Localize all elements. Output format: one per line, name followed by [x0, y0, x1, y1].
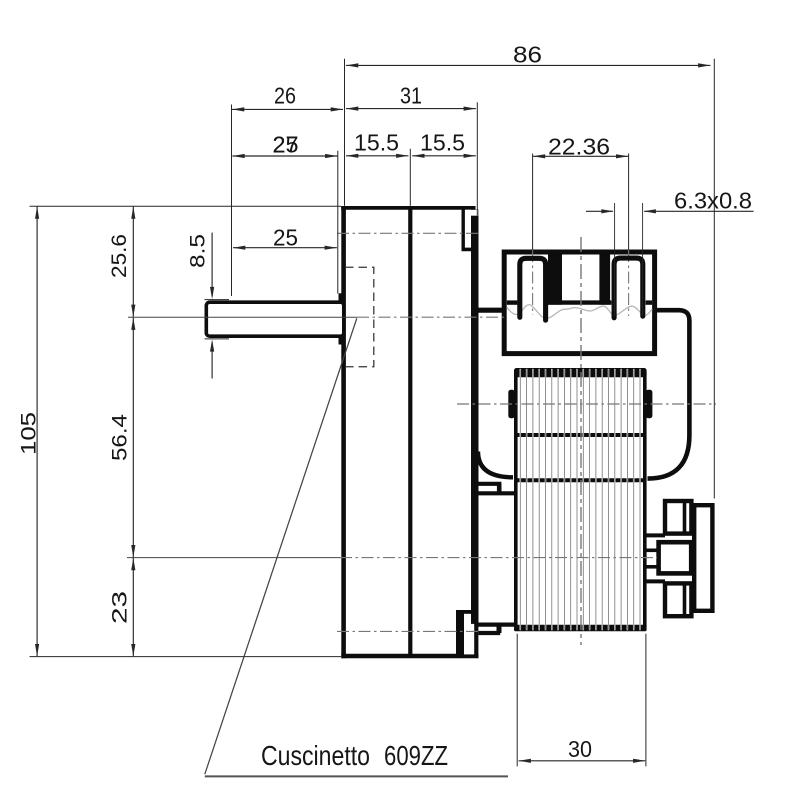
svg-text:25: 25: [273, 225, 298, 251]
svg-text:8.5: 8.5: [186, 234, 210, 268]
svg-text:27: 27: [273, 132, 299, 158]
svg-text:25: 25: [273, 132, 299, 158]
svg-text:25.6: 25.6: [107, 234, 131, 278]
svg-text:26: 26: [274, 83, 296, 109]
svg-text:23: 23: [108, 591, 132, 624]
svg-text:609ZZ: 609ZZ: [384, 740, 448, 771]
svg-text:6.3x0.8: 6.3x0.8: [674, 188, 752, 214]
svg-text:Cuscinetto: Cuscinetto: [261, 740, 370, 771]
svg-text:15.5: 15.5: [354, 130, 399, 156]
svg-text:86: 86: [513, 42, 542, 68]
svg-text:30: 30: [568, 736, 592, 762]
svg-text:31: 31: [400, 83, 422, 109]
svg-text:15.5: 15.5: [420, 130, 465, 156]
svg-text:105: 105: [17, 412, 41, 455]
svg-text:56.4: 56.4: [108, 414, 132, 461]
svg-text:22.36: 22.36: [548, 134, 610, 160]
